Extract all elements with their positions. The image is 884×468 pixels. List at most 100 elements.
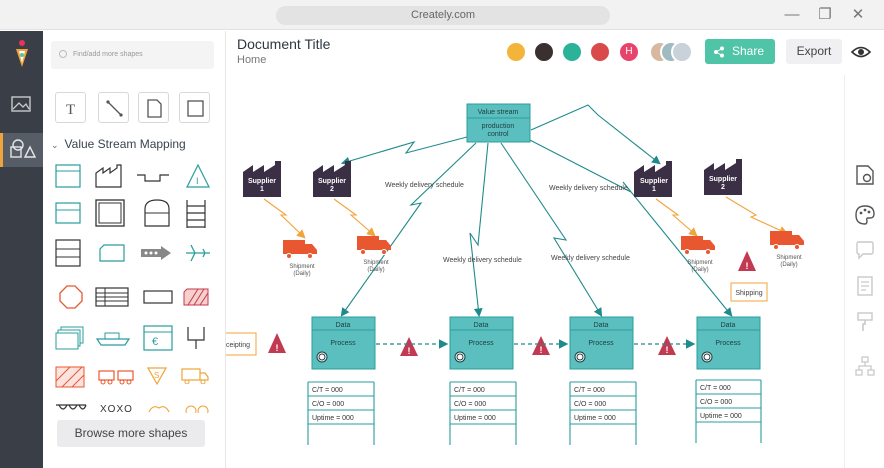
shipping-box[interactable]: Shipping — [730, 282, 768, 302]
line-tool[interactable] — [98, 92, 129, 123]
creately-logo[interactable] — [10, 39, 34, 71]
process-box[interactable]: Data Process — [569, 316, 634, 370]
info-arrow — [523, 136, 733, 317]
share-button[interactable]: Share — [705, 39, 775, 64]
control-title: Value stream — [478, 109, 519, 116]
inventory-shape[interactable]: I — [185, 163, 211, 189]
data-row-ct: C/T = 000 — [700, 385, 731, 392]
note-tool[interactable] — [138, 92, 169, 123]
avatar[interactable] — [589, 41, 611, 63]
receiving-box[interactable]: ceipting — [226, 332, 257, 356]
vsm-section-header[interactable]: ⌄Value Stream Mapping — [51, 137, 186, 151]
truck-shape[interactable] — [181, 368, 209, 384]
text-tool[interactable]: T — [55, 92, 86, 123]
notes-icon[interactable] — [854, 275, 876, 297]
process-title: Data — [336, 322, 351, 329]
truck-icon[interactable]: Shipment(Daily) — [681, 236, 715, 273]
info-arrow — [500, 142, 603, 317]
avatar[interactable] — [671, 41, 693, 63]
avatar[interactable] — [561, 41, 583, 63]
process-box[interactable]: Data Process — [311, 316, 376, 370]
svg-text:Shipping: Shipping — [735, 290, 762, 297]
browse-more-shapes-button[interactable]: Browse more shapes — [57, 420, 205, 447]
truck-icon[interactable]: Shipment(Daily) — [283, 240, 317, 277]
supermarket-shape[interactable] — [143, 199, 171, 227]
breadcrumb-home[interactable]: Home — [237, 54, 267, 66]
data-row-co: C/O = 000 — [700, 399, 732, 406]
svg-text:I: I — [196, 176, 199, 186]
process-label: Process — [330, 340, 356, 347]
schedule-table-shape[interactable] — [95, 287, 129, 307]
airplane-shape[interactable] — [185, 243, 211, 263]
minimize-button[interactable]: — — [784, 6, 800, 23]
document-title[interactable]: Document Title — [237, 36, 331, 52]
safety-stock-shape[interactable]: S — [147, 367, 167, 385]
eye-icon[interactable] — [850, 42, 872, 62]
format-painter-icon[interactable] — [854, 311, 876, 333]
xoxo-shape[interactable]: XOXO — [99, 403, 135, 413]
process-box[interactable]: Data Process — [449, 316, 514, 370]
palette-icon[interactable] — [854, 204, 876, 226]
buffer-shape[interactable] — [95, 199, 125, 227]
page-settings-icon[interactable] — [854, 164, 876, 186]
kaizen-burst-shape[interactable] — [147, 403, 171, 413]
comment-icon[interactable] — [854, 239, 876, 261]
glasses-shape[interactable] — [183, 403, 211, 413]
shelf-shape[interactable] — [185, 199, 207, 229]
process-box-shape[interactable] — [55, 163, 81, 189]
text-icon: T — [66, 102, 75, 118]
pull-circle-shape[interactable] — [55, 403, 87, 413]
sidebar-item-images[interactable] — [0, 87, 43, 121]
hierarchy-icon[interactable] — [854, 355, 876, 377]
octagon-shape[interactable] — [59, 285, 83, 309]
hatched-box-shape[interactable] — [55, 366, 85, 388]
electronic-info-shape[interactable]: € — [143, 325, 173, 351]
shape-search-input[interactable]: Find/add more shapes — [51, 41, 214, 69]
avatar[interactable] — [533, 41, 555, 63]
table-shape[interactable] — [55, 239, 81, 267]
ship-shape[interactable] — [95, 329, 131, 347]
close-button[interactable]: ✕ — [851, 6, 865, 23]
process-box[interactable]: Data Process — [696, 316, 761, 370]
data-box-shape[interactable] — [55, 201, 81, 225]
data-row-ct: C/T = 000 — [574, 387, 605, 394]
svg-text:!: ! — [666, 345, 669, 355]
card-shape[interactable] — [98, 243, 126, 263]
restore-button[interactable]: ❐ — [818, 6, 832, 23]
avatar[interactable] — [505, 41, 527, 63]
data-table[interactable]: C/T = 000 C/O = 000 Uptime = 000 — [449, 381, 517, 445]
export-button[interactable]: Export — [786, 39, 842, 64]
rectangle-tool[interactable] — [179, 92, 210, 123]
warning-icon — [532, 336, 550, 355]
svg-text:!: ! — [276, 343, 279, 353]
rectangle-flat-shape[interactable] — [143, 290, 173, 304]
truck-icon[interactable]: Shipment(Daily) — [357, 236, 391, 273]
operator-shape[interactable] — [185, 326, 207, 350]
avatar-initial[interactable]: H — [618, 41, 640, 63]
data-table[interactable]: C/T = 000 C/O = 000 Uptime = 000 — [307, 381, 375, 445]
data-table[interactable]: C/T = 000 C/O = 000 Uptime = 000 — [695, 379, 762, 443]
info-arrow — [340, 136, 468, 166]
factory-shape[interactable] — [95, 163, 125, 189]
data-table[interactable]: C/T = 000 C/O = 000 Uptime = 000 — [569, 381, 637, 445]
truck-icon[interactable]: Shipment(Daily) — [770, 231, 804, 268]
schedule-label: Weekly delivery schedule — [385, 182, 464, 189]
stacked-cards-shape[interactable] — [55, 326, 85, 350]
train-shape[interactable] — [98, 369, 136, 385]
sidebar-item-shapes[interactable] — [0, 133, 43, 167]
push-dashed-arrow-shape[interactable] — [140, 245, 172, 261]
shipment-label: Shipment(Daily) — [687, 260, 713, 273]
push-arrow-shape[interactable] — [136, 163, 170, 189]
url-bar[interactable]: Creately.com — [276, 6, 610, 25]
rectangle-icon — [187, 100, 204, 117]
kanban-post-shape[interactable] — [183, 288, 209, 306]
